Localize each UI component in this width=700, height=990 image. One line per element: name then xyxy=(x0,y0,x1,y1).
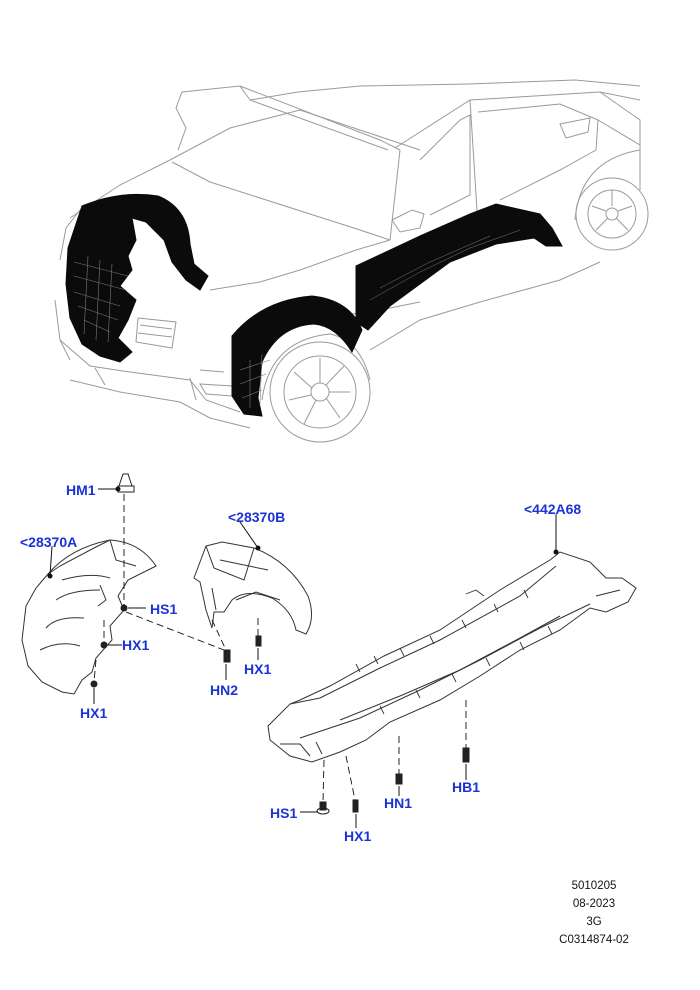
wheel-arch-liner-28370a xyxy=(21,539,157,695)
fastener-hb1 xyxy=(462,747,470,763)
callout-hs1-bottom[interactable]: HS1 xyxy=(270,805,298,821)
fastener-hs1-bottom xyxy=(316,801,330,815)
vehicle-outline xyxy=(54,79,649,443)
info-date: 08-2023 xyxy=(572,898,616,910)
leader-lines xyxy=(49,488,557,828)
underbody-shield-442a68 xyxy=(267,551,637,763)
leader-dots xyxy=(47,486,559,579)
callout-hx1-right[interactable]: HX1 xyxy=(244,661,272,677)
callout-hx1-bottom[interactable]: HX1 xyxy=(344,828,372,844)
wheel-arch-liner-28370b xyxy=(193,541,312,635)
fastener-hn2 xyxy=(223,649,231,663)
fastener-hm1 xyxy=(117,473,135,493)
fastener-hx1-low xyxy=(90,680,98,688)
callout-hx1-low[interactable]: HX1 xyxy=(80,705,108,721)
assembly-lines xyxy=(93,494,467,803)
highlighted-parts-vehicle xyxy=(65,193,563,417)
shield-edge-detail xyxy=(369,229,521,301)
callout-ref-442a68[interactable]: <442A68 xyxy=(524,501,582,517)
callout-hn2[interactable]: HN2 xyxy=(210,682,239,698)
callout-hb1[interactable]: HB1 xyxy=(452,779,481,795)
info-variant: 3G xyxy=(586,916,602,928)
fastener-hx1-right xyxy=(255,635,262,647)
callout-hx1-mid[interactable]: HX1 xyxy=(122,637,150,653)
fastener-hx1-bottom xyxy=(352,799,359,813)
callout-ref-28370b[interactable]: <28370B xyxy=(228,509,286,525)
callout-hs1-top[interactable]: HS1 xyxy=(150,601,178,617)
fasteners xyxy=(90,473,470,815)
callout-hm1[interactable]: HM1 xyxy=(66,482,96,498)
fastener-hn1 xyxy=(395,773,403,785)
info-code: 5010205 xyxy=(571,880,617,892)
info-illustration-id: C0314874-02 xyxy=(559,934,629,946)
callout-ref-28370a[interactable]: <28370A xyxy=(20,534,78,550)
callout-hn1[interactable]: HN1 xyxy=(384,795,413,811)
liner-grille-detail xyxy=(73,255,271,408)
